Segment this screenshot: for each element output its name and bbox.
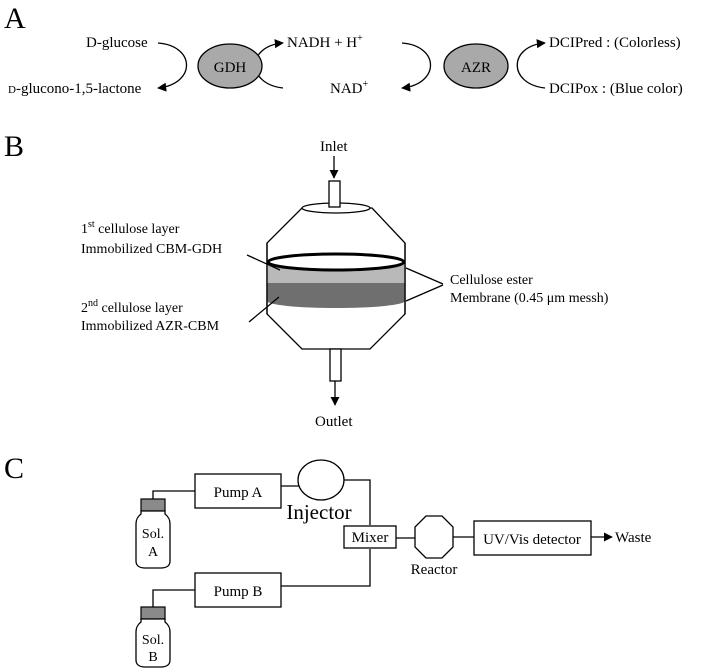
mixer-box — [343, 525, 397, 549]
membrane-label-line2: Membrane (0.45 μm messh) — [450, 291, 609, 306]
sol-b-bottle — [135, 618, 171, 668]
d-glucose-label: D-glucose — [86, 35, 148, 51]
pump-a-label: Pump A — [214, 485, 263, 501]
glucono-lactone-label: D-glucono-1,5-lactone — [8, 81, 142, 97]
membrane-label-line1: Cellulose ester — [450, 273, 533, 288]
injector-ellipse — [297, 459, 345, 501]
layer1-enzyme-label: Immobilized CBM-GDH — [81, 242, 222, 257]
sol-a-label-line1: Sol. — [142, 527, 164, 542]
nadh-label: NADH + H+ — [287, 33, 363, 51]
pump-b-box — [194, 572, 282, 608]
injector-to-mixer — [344, 479, 371, 525]
layer1-label: 1st cellulose layer — [81, 219, 180, 237]
sol-b-label-line1: Sol. — [142, 633, 164, 648]
membrane-leader-top — [405, 267, 444, 285]
sol-b-cap — [140, 606, 166, 620]
azr-nadh-arc — [401, 42, 431, 92]
sol-a-cap — [140, 498, 166, 512]
nad-label: NAD+ — [330, 79, 369, 97]
gdh-enzyme-ellipse — [197, 43, 263, 89]
panel-c-letter: C — [4, 452, 24, 485]
detector-box — [473, 520, 592, 556]
second-layer-bottom — [267, 294, 405, 308]
inlet-label: Inlet — [320, 139, 348, 155]
layer2-label: 2nd cellulose layer — [81, 298, 183, 316]
pump-b-label: Pump B — [214, 584, 263, 600]
gdh-glucose-arc — [157, 42, 187, 92]
panel-a: A D-glucose D-glucono-1,5-lactone GDH NA… — [4, 2, 683, 97]
waste-label: Waste — [615, 530, 652, 546]
sol-b-label-line2: B — [148, 650, 157, 665]
membrane-top-ring — [266, 252, 406, 272]
injector-label: Injector — [286, 500, 351, 524]
panel-c: C Sol. A Sol. B Pump A Injector Pump B M… — [4, 452, 652, 668]
sol-a-label-line2: A — [148, 545, 159, 560]
outlet-tube — [329, 348, 342, 382]
panel-a-letter: A — [4, 2, 26, 35]
pump-a-box — [194, 473, 282, 509]
dcip-ox-label: DCIPox : (Blue color) — [549, 81, 683, 97]
outlet-label: Outlet — [315, 414, 353, 430]
inlet-tube — [328, 180, 341, 208]
pump-b-to-mixer — [281, 549, 371, 587]
layer2-enzyme-label: Immobilized AZR-CBM — [81, 319, 220, 334]
reactor-octagon — [414, 515, 454, 559]
layer2-leader — [248, 296, 280, 323]
panel-b-letter: B — [4, 130, 24, 163]
layer1-leader — [246, 254, 281, 271]
panel-b: B Inlet Outlet 1st cellulose layer Immob… — [4, 130, 609, 430]
azr-enzyme-ellipse — [443, 43, 509, 89]
sol-a-bottle — [135, 510, 171, 569]
azr-dcip-arc — [516, 39, 546, 89]
reactor-label: Reactor — [411, 562, 458, 578]
azr-label: AZR — [461, 60, 491, 76]
detector-label: UV/Vis detector — [483, 532, 581, 548]
sol-a-line — [152, 490, 195, 499]
sol-b-line — [152, 589, 195, 607]
mixer-label: Mixer — [352, 530, 389, 546]
membrane-leader-bottom — [405, 284, 444, 302]
dcip-red-label: DCIPred : (Colorless) — [549, 35, 681, 51]
gdh-label: GDH — [214, 60, 247, 76]
